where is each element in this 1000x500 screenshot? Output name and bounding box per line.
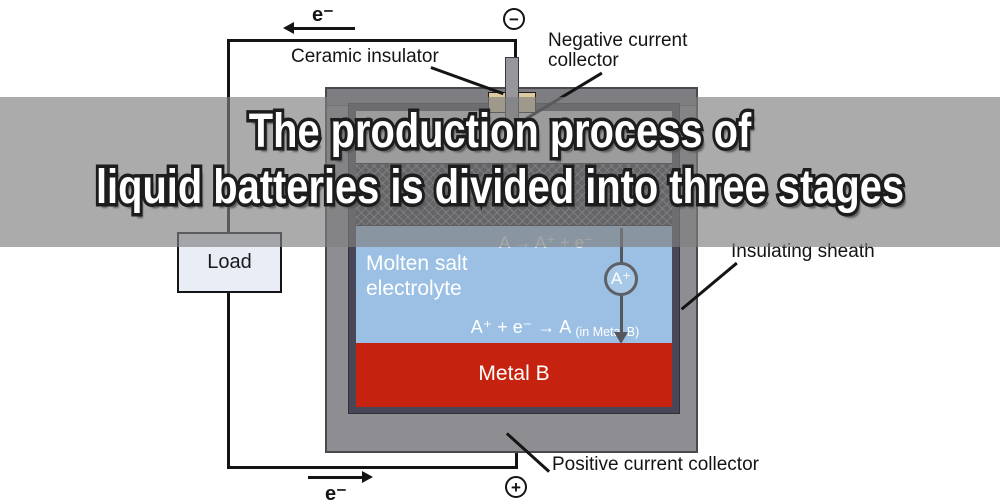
load-label: Load <box>207 251 252 273</box>
wire-top-horizontal <box>227 39 517 42</box>
wire-negative-drop <box>514 41 517 58</box>
electron-arrow-bottom-head-icon <box>362 471 373 483</box>
reduction-subscript: (in Metal B) <box>575 325 640 339</box>
metal-b-label: Metal B <box>478 362 550 385</box>
negative-collector-label: Negative current collector <box>548 30 688 71</box>
electron-label-bottom: e⁻ <box>325 483 347 500</box>
positive-collector-label: Positive current collector <box>552 454 759 475</box>
positive-terminal-icon: + <box>505 476 527 498</box>
electron-label-top: e⁻ <box>312 4 334 26</box>
wire-left-lower <box>227 291 230 468</box>
electrolyte-label: Molten salt electrolyte <box>366 252 468 300</box>
caption-line-1: The production process of <box>85 106 915 159</box>
electron-arrow-bottom-shaft <box>308 476 363 479</box>
plus-glyph: + <box>511 477 521 497</box>
wire-positive-rise <box>515 452 518 468</box>
metal-b-layer <box>356 343 672 407</box>
ion-label: A⁺ <box>610 269 632 288</box>
negative-terminal-icon: − <box>503 8 525 30</box>
ion-circle: A⁺ <box>604 262 638 296</box>
electron-arrow-top-head-icon <box>283 22 294 34</box>
caption-banner: The production process of liquid batteri… <box>0 97 1000 247</box>
caption-line-2: liquid batteries is divided into three s… <box>85 162 915 215</box>
minus-glyph: − <box>509 9 519 29</box>
wire-bottom-horizontal <box>227 466 518 469</box>
ceramic-insulator-label: Ceramic insulator <box>291 46 439 67</box>
electron-arrow-top-shaft <box>292 27 355 30</box>
reduction-equation: A⁺ + e⁻ → A (in Metal B) <box>440 317 670 339</box>
reduction-main: A⁺ + e⁻ → A <box>470 317 571 337</box>
ion-path-arrowhead-icon <box>614 332 628 344</box>
